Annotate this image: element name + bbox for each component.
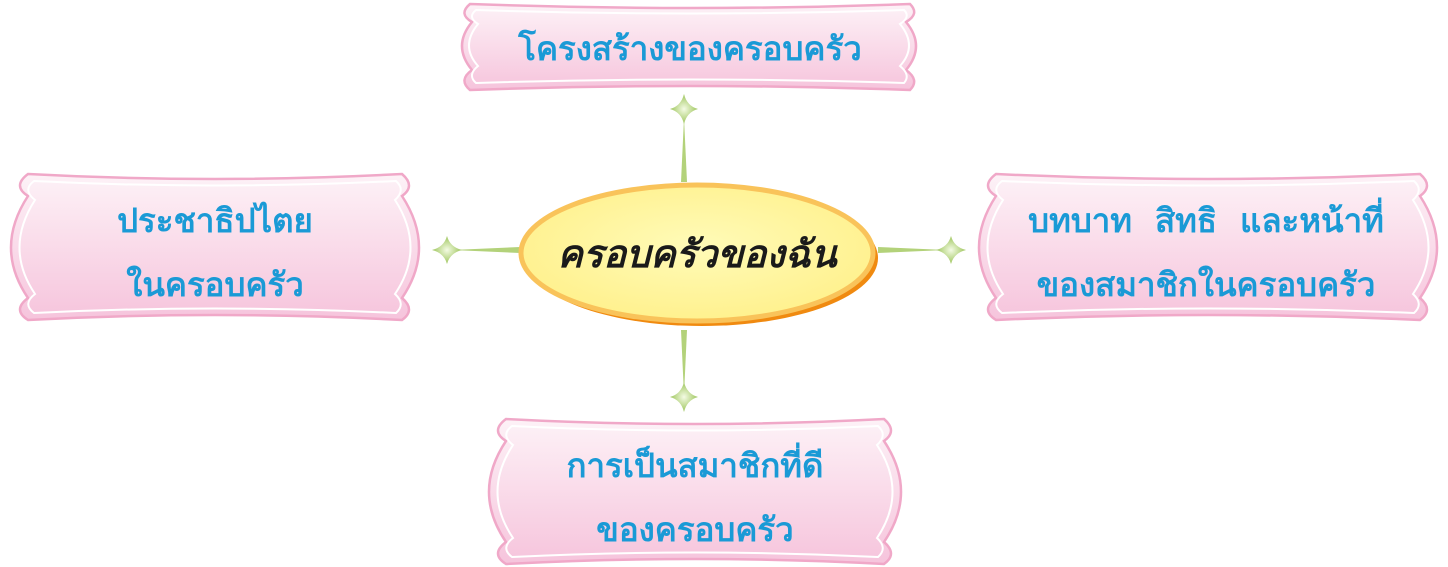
node-left-shape — [9, 172, 421, 322]
center-node-shape — [518, 182, 876, 324]
center-node: ครอบครัวของฉัน — [518, 182, 878, 326]
center-node-text: ครอบครัวของฉัน — [557, 231, 838, 276]
connector-top — [681, 118, 687, 182]
connector-star-right — [936, 236, 966, 264]
connector-star-bottom — [670, 382, 698, 412]
node-top-shape — [460, 2, 918, 92]
node-top-text: โครงสร้างของครอบครัว — [517, 29, 862, 68]
node-right: บทบาท สิทธิ และหน้าที่ ของสมาชิกในครอบคร… — [977, 172, 1439, 322]
connector-star-top — [670, 94, 698, 124]
node-right-shape — [977, 172, 1439, 322]
node-bottom: การเป็นสมาชิกที่ดี ของครอบครัว — [487, 417, 903, 566]
connector-star-left — [432, 236, 462, 264]
connectors — [432, 94, 966, 412]
node-right-line-2: ของสมาชิกในครอบครัว — [1037, 265, 1376, 304]
node-bottom-shape — [487, 417, 903, 566]
node-top: โครงสร้างของครอบครัว — [460, 2, 918, 92]
node-left-line-2: ในครอบครัว — [126, 265, 304, 304]
node-right-line-1: บทบาท สิทธิ และหน้าที่ — [1028, 197, 1384, 240]
node-bottom-line-1: การเป็นสมาชิกที่ดี — [566, 442, 823, 485]
node-left: ประชาธิปไตย ในครอบครัว — [9, 172, 421, 322]
connector-right — [878, 247, 946, 253]
node-left-line-1: ประชาธิปไตย — [117, 201, 313, 240]
connector-bottom — [681, 330, 687, 395]
node-bottom-line-2: ของครอบครัว — [596, 510, 793, 549]
connector-left — [452, 247, 520, 253]
